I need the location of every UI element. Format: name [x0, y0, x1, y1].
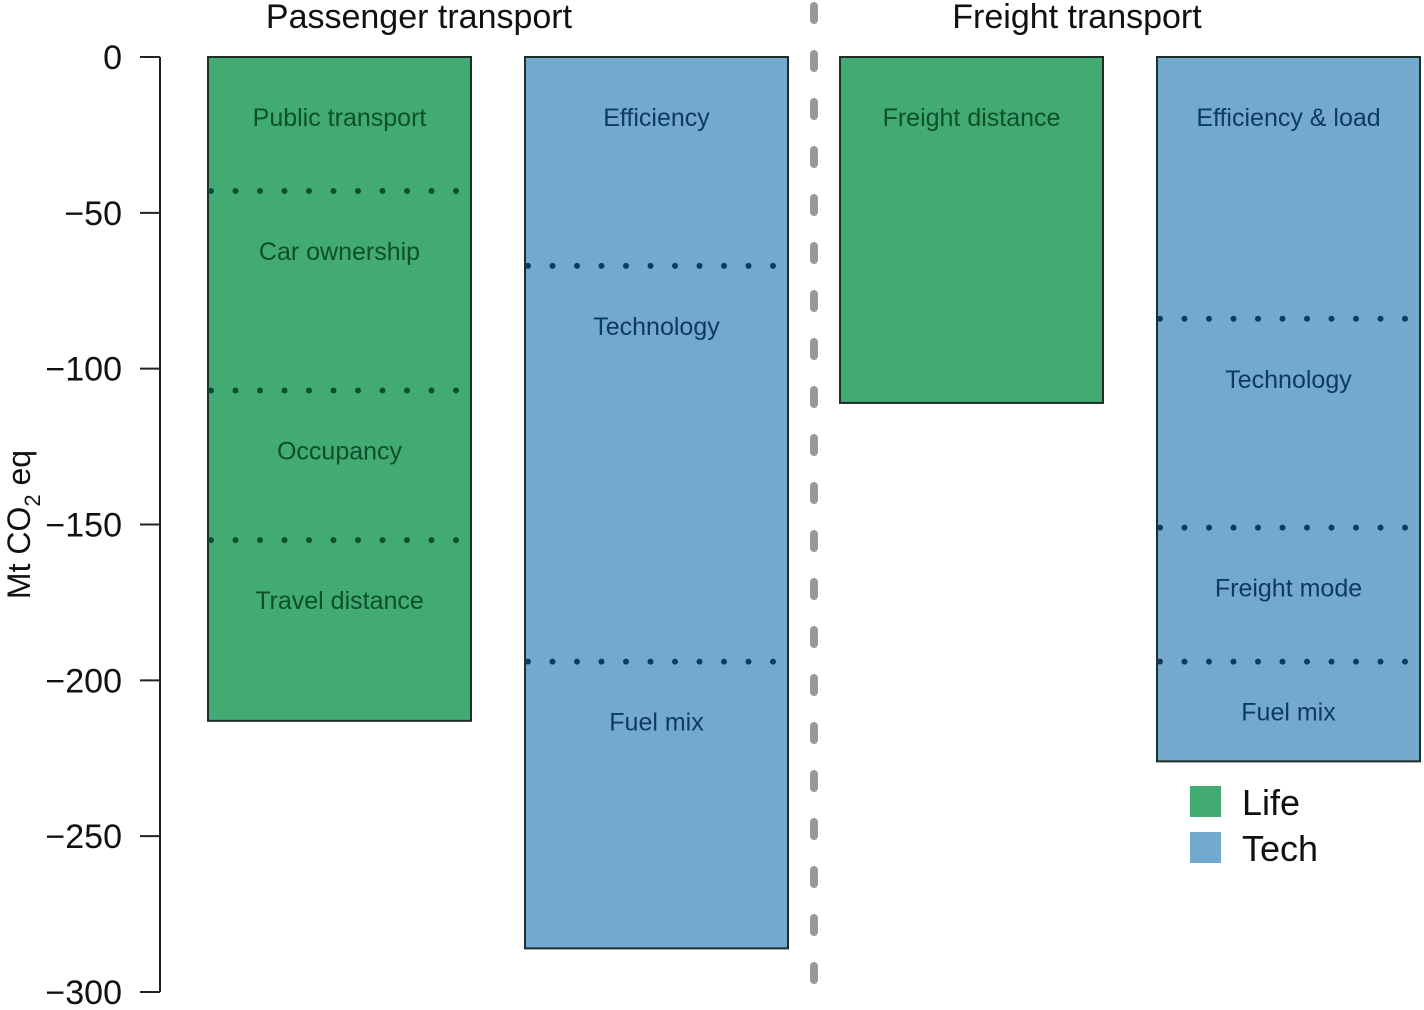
- y-axis-label-main: Mt CO: [1, 507, 37, 599]
- segment-label: Fuel mix: [609, 709, 704, 737]
- segment-label: Occupancy: [277, 437, 403, 465]
- segment-label: Travel distance: [255, 587, 424, 615]
- panel-title: Passenger transport: [266, 0, 573, 36]
- segment-label: Car ownership: [259, 238, 420, 266]
- segment-label: Public transport: [253, 104, 427, 132]
- y-axis-label-tail: eq: [1, 450, 37, 494]
- y-axis-label: Mt CO2 eq: [1, 450, 45, 599]
- bar-life: Freight distance: [839, 56, 1104, 404]
- segment-label: Efficiency: [603, 104, 710, 132]
- segment-label: Technology: [1225, 366, 1352, 394]
- y-tick-label: −150: [45, 507, 122, 545]
- y-axis-label-subscript: 2: [20, 494, 45, 506]
- y-tick-label: 0: [103, 39, 122, 77]
- bar-rect: [1156, 56, 1421, 763]
- y-tick-label: −200: [45, 662, 122, 700]
- bar-rect: [524, 56, 789, 950]
- bar-rect: [839, 56, 1104, 404]
- y-tick-label: −300: [45, 974, 122, 1010]
- legend-label-life: Life: [1242, 782, 1300, 823]
- legend-swatch-tech: [1190, 832, 1221, 863]
- y-tick-label: −100: [45, 351, 122, 389]
- legend-swatch-life: [1190, 786, 1221, 817]
- legend-label-tech: Tech: [1242, 828, 1318, 869]
- bar-rect: [207, 56, 472, 722]
- y-tick-label: −50: [64, 195, 122, 233]
- panel-title: Freight transport: [952, 0, 1202, 36]
- y-axis: 0 −50 −100 −150 −200 −250 −300: [45, 39, 161, 1010]
- segment-label: Freight distance: [883, 104, 1061, 132]
- segment-label: Technology: [593, 313, 720, 341]
- y-tick-label: −250: [45, 818, 122, 856]
- segment-label: Freight mode: [1215, 575, 1362, 603]
- segment-label: Efficiency & load: [1196, 104, 1380, 132]
- segment-label: Fuel mix: [1241, 699, 1336, 727]
- panel-titles: Passenger transport Freight transport: [266, 0, 1202, 36]
